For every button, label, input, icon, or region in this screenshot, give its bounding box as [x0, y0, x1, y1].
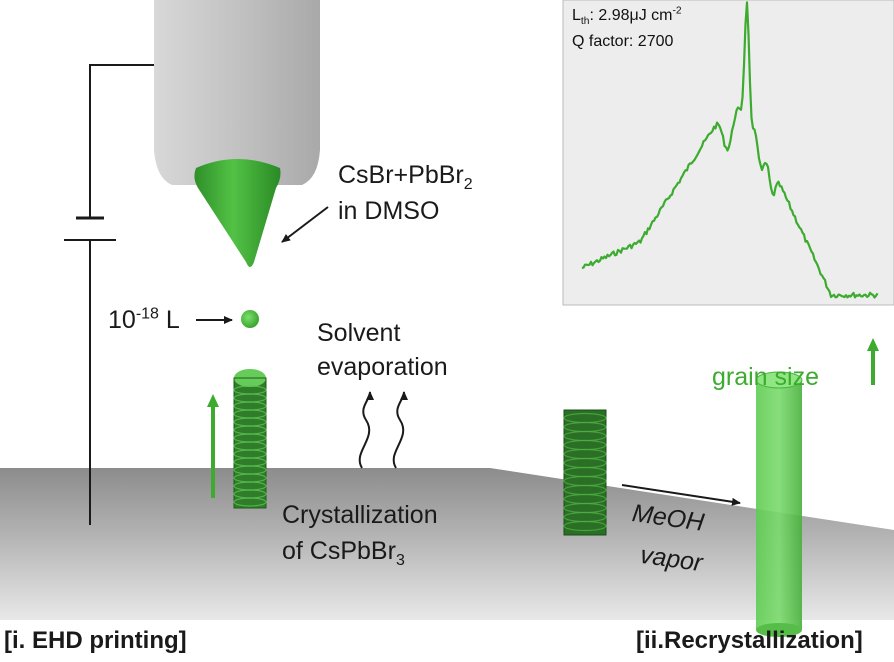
evaporation-arrow	[358, 391, 374, 469]
qfactor-label: Q factor: 2700	[572, 33, 674, 50]
substrate	[0, 468, 894, 620]
nozzle	[154, 0, 320, 267]
granular-pillar	[563, 409, 607, 536]
stage2-label: [ii.Recrystallization]	[636, 627, 863, 654]
lasing-spectrum-inset	[562, 0, 894, 306]
solvent-label: Solvent	[317, 319, 401, 347]
printed-pillar	[233, 369, 267, 509]
droplet	[241, 310, 259, 328]
precursor-label: CsBr+PbBr2	[338, 161, 473, 193]
meoh-arrow	[621, 484, 741, 506]
pillar-grain-rings	[233, 385, 267, 507]
precursor-solvent-label: in DMSO	[338, 197, 440, 225]
threshold-label: Lth: 2.98μJ cm-2	[572, 5, 682, 28]
taylor-cone	[194, 159, 281, 267]
precursor-arrow	[281, 206, 329, 243]
stage1-label: [i. EHD printing]	[4, 627, 187, 654]
droplet-volume-label: 10-18 L	[108, 305, 180, 334]
crystallization-material-label: of CsPbBr3	[282, 537, 405, 569]
crystallization-label: Crystallization	[282, 501, 438, 529]
recrystallized-pillar	[755, 371, 803, 637]
grain-size-label: grain size	[712, 363, 819, 391]
grain-ring	[563, 520, 607, 532]
voltage-circuit	[64, 64, 167, 525]
evaporation-label: evaporation	[317, 353, 448, 381]
evaporation-arrow	[392, 391, 408, 469]
pillar-grain-rings	[563, 412, 607, 532]
spectrum-curve	[581, 1, 879, 299]
grain-ring	[233, 497, 267, 507]
